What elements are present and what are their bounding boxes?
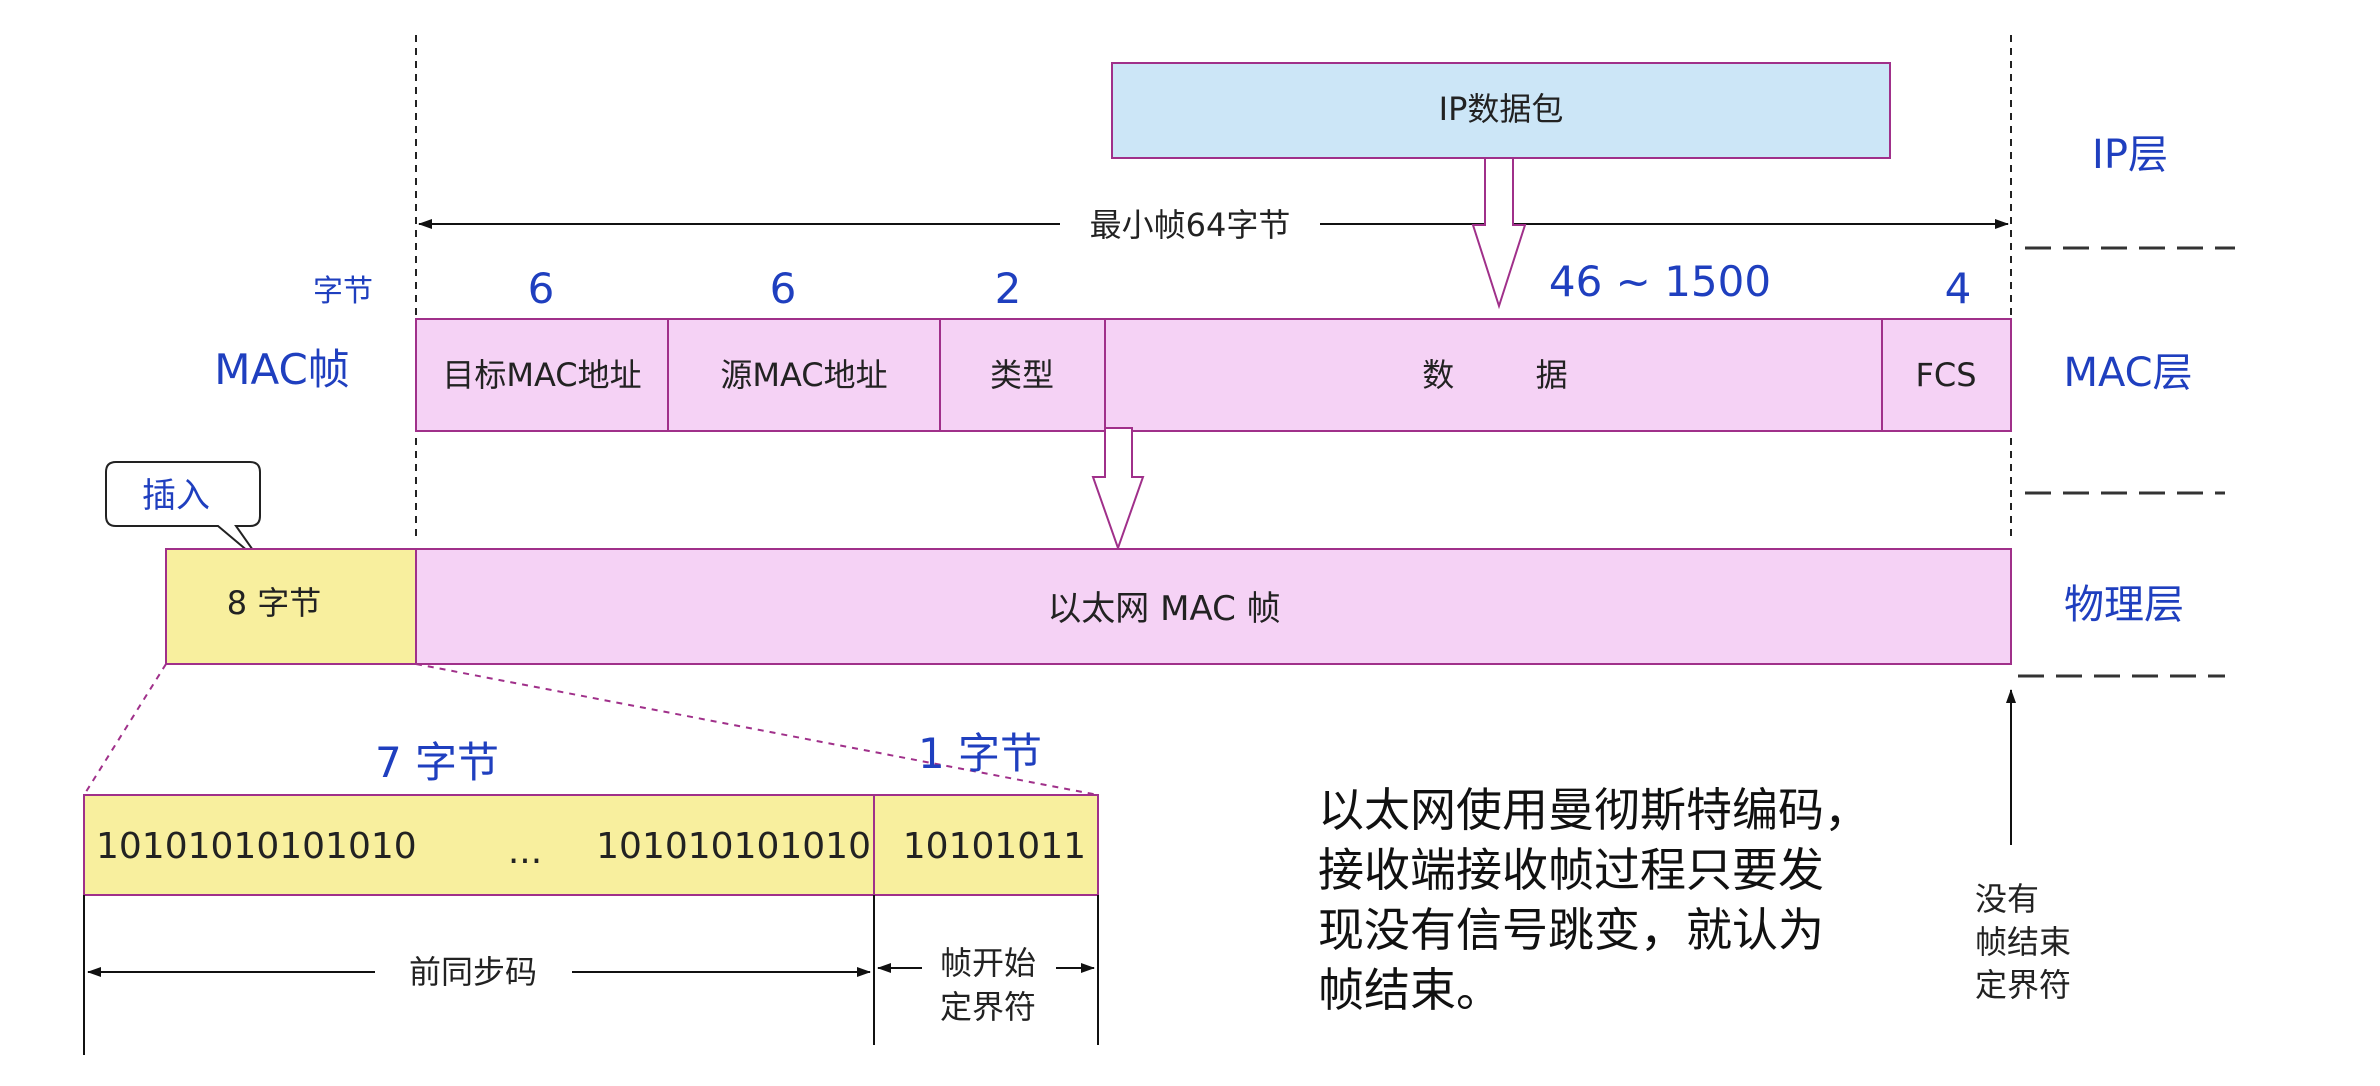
ip-packet-box <box>1111 62 1891 159</box>
mac-frame-row: 目标MAC地址 源MAC地址 类型 数 据 FCS <box>415 318 2012 432</box>
encapsulate-arrow <box>1471 157 1527 310</box>
preamble-sync-box <box>83 794 875 896</box>
field-name: 类型 <box>990 356 1054 394</box>
preamble-8-bytes-label: 8 字节 <box>227 584 322 622</box>
one-byte-label: 1 字节 <box>918 729 1042 778</box>
zoom-guide-line <box>415 663 1099 796</box>
no-end-delimiter-line: 定界符 <box>1975 966 2071 1004</box>
min-frame-label: 最小帧64字节 <box>1090 206 1291 244</box>
mac-to-phy-arrow <box>1091 427 1145 552</box>
sfd-label-line2: 定界符 <box>940 988 1036 1026</box>
field-bytes-label: 46 ~ 1500 <box>1549 257 1771 306</box>
mac-layer-label: MAC层 <box>2063 350 2192 396</box>
field-name: 源MAC地址 <box>720 356 887 394</box>
ip-layer-label: IP层 <box>2092 132 2168 178</box>
zoom-guide-line <box>83 663 167 796</box>
preamble-sfd-box <box>873 794 1099 896</box>
field-name: 目标MAC地址 <box>442 356 641 394</box>
note-line: 现没有信号跳变，就认为 <box>1318 903 1824 957</box>
field-bytes-label: 6 <box>770 264 797 313</box>
preamble-bits-left: 10101010101010 <box>96 826 417 867</box>
preamble-8-bytes-box <box>165 548 417 665</box>
preamble-bits-mid: 101010101010 <box>596 826 871 867</box>
preamble-ellipsis: ... <box>508 831 542 872</box>
field-bytes-label: 6 <box>528 264 555 313</box>
no-end-delimiter-line: 没有 <box>1975 880 2039 918</box>
field-fcs <box>1881 318 2012 432</box>
field-name: 数 据 <box>1422 356 1567 394</box>
field-data <box>1104 318 1883 432</box>
ethernet-mac-frame-label: 以太网 MAC 帧 <box>1047 589 1280 629</box>
insert-callout <box>105 461 263 564</box>
preamble-bits-sfd: 10101011 <box>903 826 1086 867</box>
field-bytes-label: 4 <box>1945 264 1972 313</box>
field-dest-mac <box>415 318 669 432</box>
bytes-unit-label: 字节 <box>313 274 373 309</box>
field-name: FCS <box>1915 356 1976 394</box>
note-line: 以太网使用曼彻斯特编码， <box>1318 783 1870 837</box>
sfd-label-line1: 帧开始 <box>940 944 1036 982</box>
note-line: 接收端接收帧过程只要发 <box>1318 843 1824 897</box>
sync-label: 前同步码 <box>409 953 537 991</box>
no-end-delimiter-line: 帧结束 <box>1975 923 2071 961</box>
ip-packet-label: IP数据包 <box>1439 90 1564 128</box>
ethernet-mac-frame-box <box>415 548 2012 665</box>
phy-layer-label: 物理层 <box>2064 582 2184 628</box>
seven-bytes-label: 7 字节 <box>375 738 499 787</box>
field-bytes-label: 2 <box>995 264 1022 313</box>
mac-frame-label: MAC帧 <box>214 345 350 394</box>
insert-callout-text: 插入 <box>142 476 210 516</box>
note-line: 帧结束。 <box>1318 963 1502 1017</box>
